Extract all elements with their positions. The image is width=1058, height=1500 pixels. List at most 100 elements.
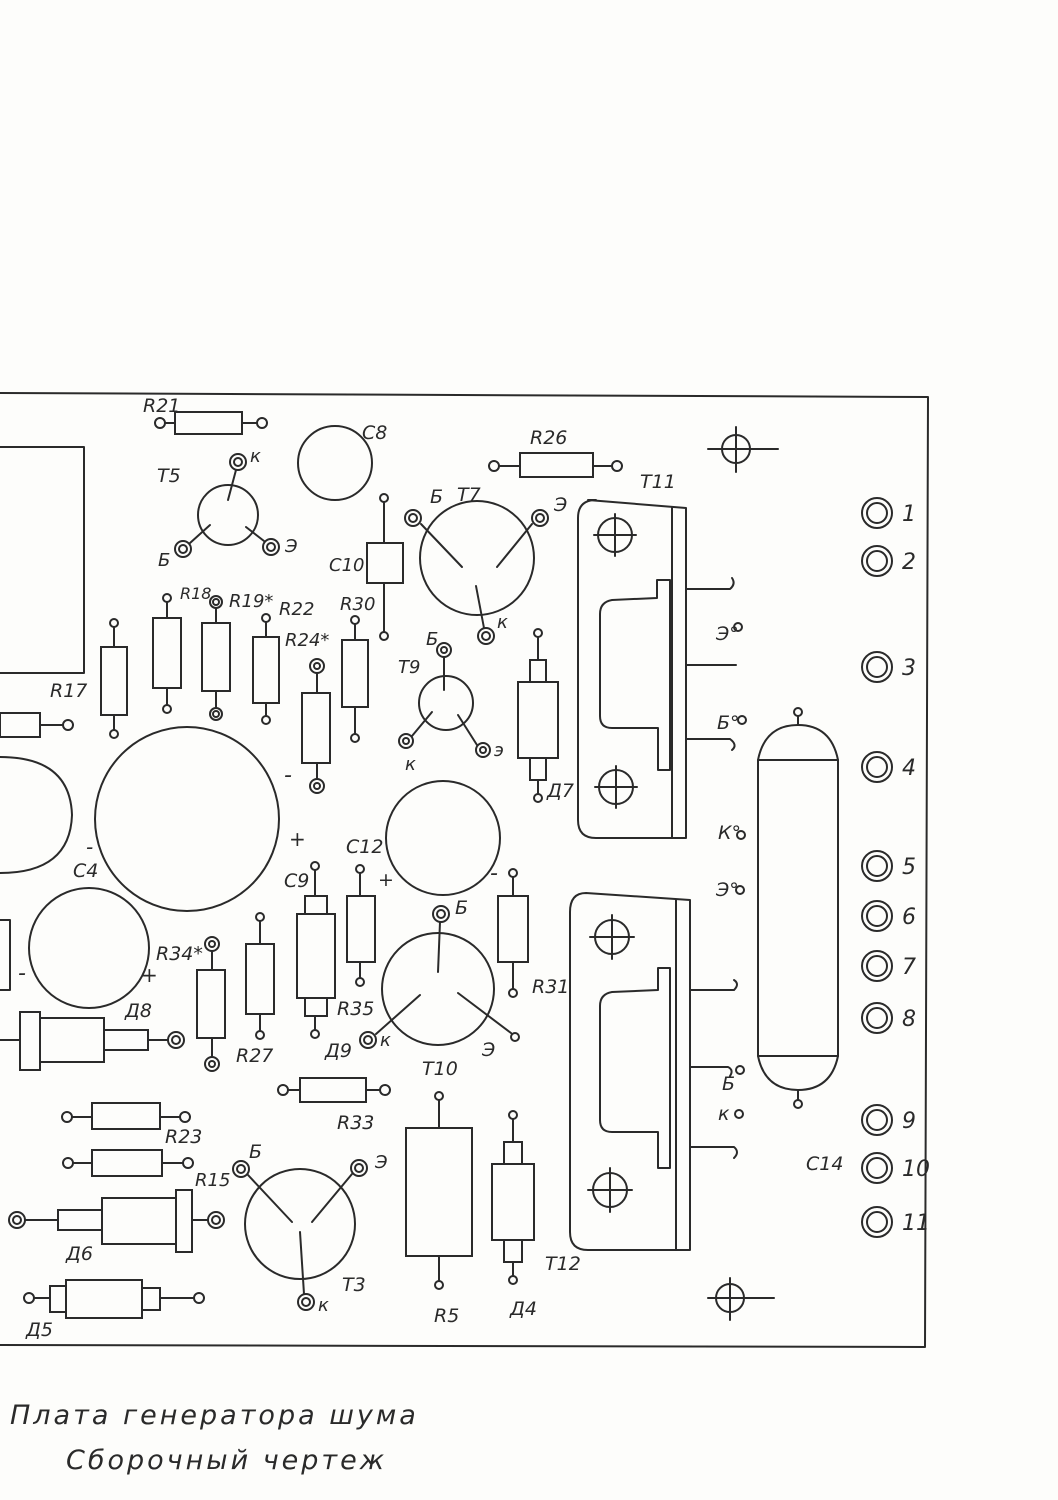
capacitor-c4 (94, 726, 280, 912)
transistor-t7 (404, 500, 549, 645)
label-t12: T12 (545, 1253, 581, 1275)
label-c14: C14 (806, 1153, 843, 1175)
label-t10: T10 (422, 1058, 458, 1080)
label-r23: R23 (165, 1126, 202, 1148)
label-r18: R18 (180, 584, 211, 603)
label-r21: R21 (143, 395, 180, 417)
heatsink-t12 (569, 892, 738, 1251)
connector-pin-3: 3 (861, 651, 916, 683)
label-c5-minus: - (18, 961, 26, 986)
capacitor-c8 (297, 425, 373, 501)
connector-pin-5: 5 (861, 850, 916, 882)
label-r27: R27 (236, 1045, 273, 1067)
label-r22: R22 (279, 599, 314, 620)
transistor-t3 (232, 1159, 368, 1311)
resistor-r15 (62, 1149, 194, 1177)
label-d5: Д5 (25, 1319, 53, 1341)
diode-d6 (8, 1189, 225, 1253)
connector-pin-label: 5 (902, 855, 916, 880)
board-outline (0, 392, 929, 1348)
connector-pin-label: 10 (902, 1157, 930, 1182)
connector-pin-label: 7 (902, 955, 916, 980)
label-t7: T7 (457, 484, 481, 506)
diode-d5 (23, 1279, 205, 1319)
resistor-r5 (405, 1091, 473, 1290)
label-t3: T3 (342, 1274, 366, 1296)
label-c12-minus: - (490, 861, 498, 886)
label-c8: C8 (362, 422, 387, 444)
connector-pin-label: 3 (902, 656, 916, 681)
label-t12-b: Б (722, 1073, 735, 1095)
capacitor-c14 (757, 707, 839, 1109)
connector-pin-8: 8 (861, 1002, 916, 1034)
resistor-r23 (61, 1102, 191, 1130)
capacitor-c9 (296, 861, 336, 1039)
connector-pin-7: 7 (861, 950, 916, 982)
caption-line-2: Сборочный чертеж (66, 1445, 388, 1476)
label-r24-minus: - (284, 763, 292, 788)
heatsink-t11 (577, 499, 737, 839)
caption-line-1: Плата генератора шума (10, 1400, 419, 1431)
label-d8: Д8 (124, 1000, 152, 1022)
label-r34: R34* (156, 943, 203, 965)
label-t9-k: к (405, 754, 416, 775)
label-d9: Д9 (324, 1040, 352, 1062)
label-t11-k: К° (718, 822, 741, 844)
label-r26: R26 (530, 427, 567, 449)
resistor-r22 (252, 613, 280, 725)
resistor-r18 (152, 593, 182, 714)
label-r5: R5 (434, 1305, 459, 1327)
resistor-r35 (346, 864, 376, 987)
resistor-r19 (201, 595, 231, 721)
label-d4: Д4 (509, 1298, 537, 1320)
connector-pin-11: 11 (861, 1206, 930, 1238)
label-d7: Д7 (546, 780, 574, 802)
label-r17: R17 (50, 680, 87, 702)
label-t9-e: э (494, 740, 504, 761)
connector-pin-label: 9 (902, 1109, 916, 1134)
label-t11-b: Б° (717, 712, 740, 734)
connector-pin-4: 4 (861, 751, 916, 783)
label-t7-b: Б (430, 486, 443, 508)
label-r15: R15 (195, 1170, 230, 1191)
label-t7-k: к (497, 612, 508, 633)
label-t11-e: Э° (715, 623, 739, 645)
label-t10-e: Э (481, 1039, 495, 1061)
label-t3-b: Б (249, 1141, 262, 1163)
transistor-t10 (359, 905, 520, 1049)
label-t9-b: Б (426, 629, 438, 650)
resistor-r17-vertical (100, 618, 128, 739)
connector-pin-1: 1 (861, 497, 916, 529)
label-d6: Д6 (65, 1243, 93, 1265)
connector-pin-label: 11 (902, 1211, 930, 1236)
label-r30: R30 (340, 594, 375, 615)
capacitor-c10 (366, 493, 404, 641)
mounting-mark (707, 1277, 775, 1321)
capacitor-left-partial (0, 756, 73, 874)
label-t3-k: к (318, 1295, 329, 1316)
connector-pin-9: 9 (861, 1104, 916, 1136)
label-c4: C4 (73, 860, 98, 882)
label-t10-k: к (380, 1030, 391, 1051)
pad-group (733, 622, 747, 1119)
resistor-r33 (277, 1077, 391, 1103)
label-c5-plus: + (141, 963, 158, 987)
component-left-partial (0, 919, 11, 991)
label-r35: R35 (337, 998, 374, 1020)
resistor-r27 (245, 912, 275, 1040)
connector-pin-2: 2 (861, 545, 916, 577)
mounting-mark (707, 426, 779, 473)
resistor-r17-horizontal (0, 712, 74, 738)
label-t10-b: Б (455, 897, 468, 919)
label-c4-minus: - (86, 835, 93, 859)
label-t9: T9 (398, 657, 420, 678)
label-c9: C9 (284, 870, 309, 892)
component-outline (0, 446, 85, 674)
label-t5-e: Э (284, 536, 298, 557)
label-t5-b: Б (158, 550, 170, 571)
diode-d8 (0, 1011, 185, 1071)
resistor-r26 (488, 452, 623, 478)
resistor-r21 (154, 411, 268, 435)
